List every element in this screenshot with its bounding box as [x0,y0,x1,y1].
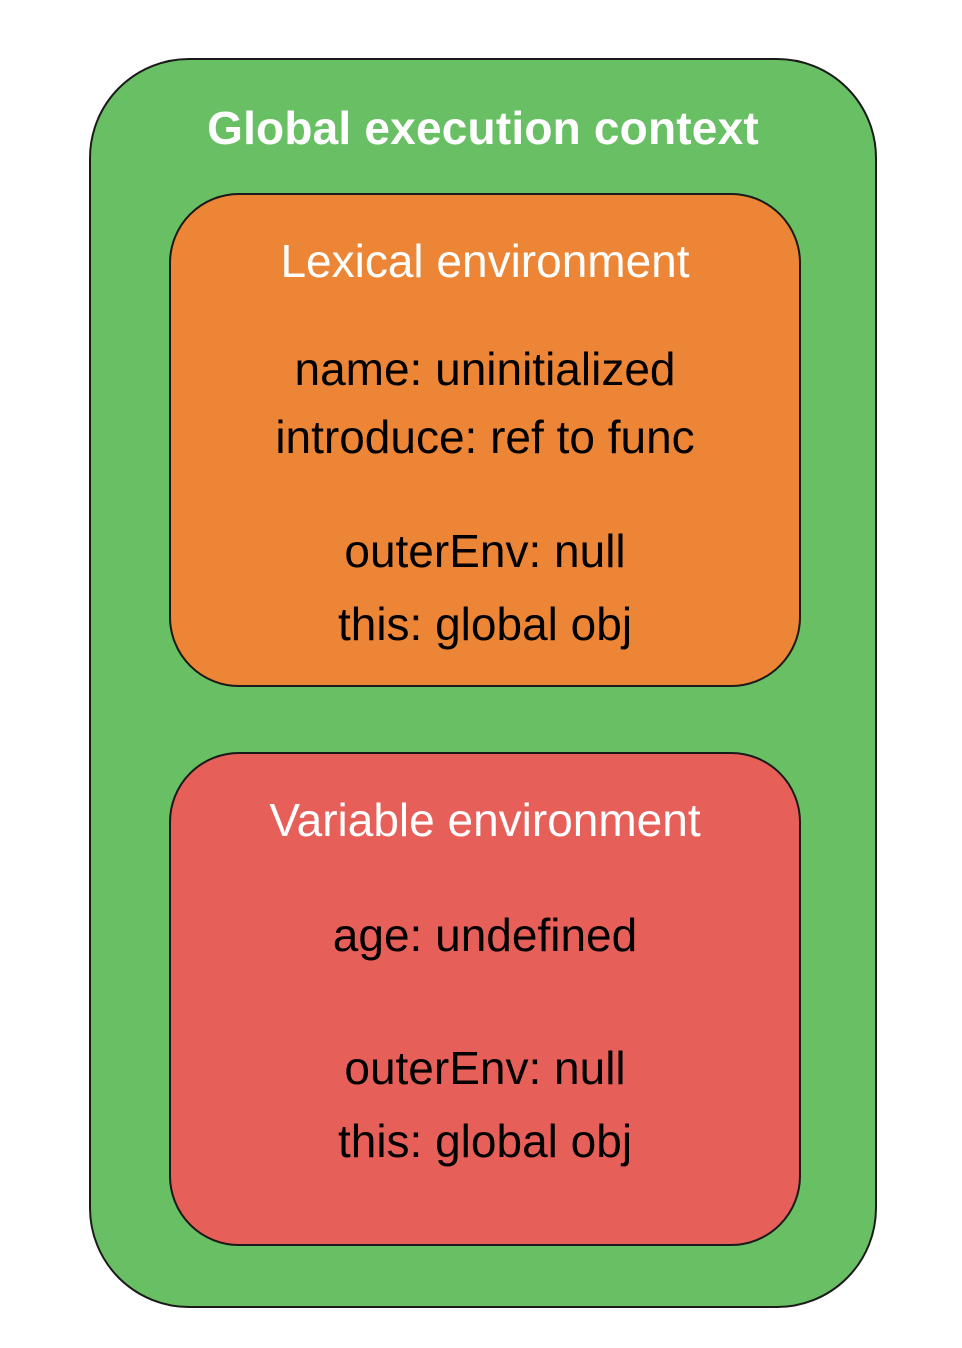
variable-environment-title: Variable environment [269,794,701,846]
lexical-environment-title: Lexical environment [280,235,690,287]
global-execution-context-box: Global execution context Lexical environ… [89,58,877,1308]
lexical-this-binding: this: global obj [337,598,633,650]
variable-binding-age: age: undefined [332,909,638,961]
lexical-binding-name: name: uninitialized [294,343,676,395]
lexical-outer-env: outerEnv: null [344,525,626,577]
variable-environment-box: Variable environment age: undefined oute… [169,752,801,1246]
variable-outer-env: outerEnv: null [344,1042,626,1094]
lexical-environment-box: Lexical environment name: uninitialized … [169,193,801,687]
global-execution-context-title: Global execution context [207,102,759,154]
lexical-binding-introduce: introduce: ref to func [275,411,695,463]
variable-this-binding: this: global obj [337,1115,633,1167]
